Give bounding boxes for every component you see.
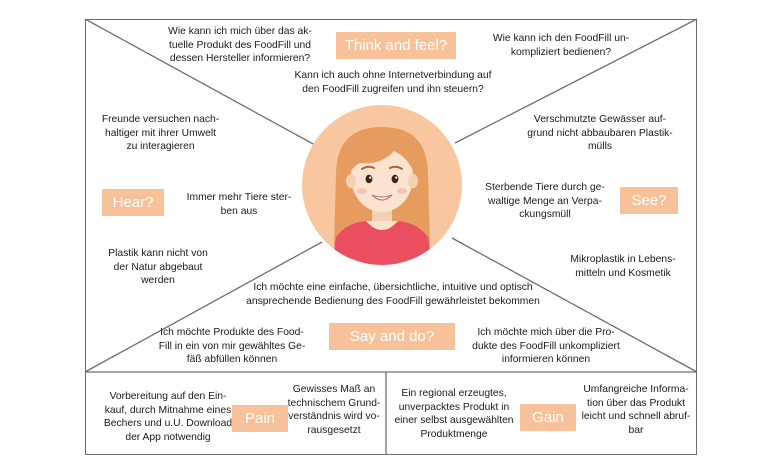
hear-text-bottom: Plastik kann nicht von der Natur abgebau… [108,248,208,287]
diagonal-top-left [84,18,316,146]
map-frame [85,19,697,455]
pain-text-right: Gewisses Maß an technischem Grund- verst… [287,384,381,436]
see-text-bottom: Mikroplastik in Lebens- mitteln und Kosm… [570,254,676,279]
avatar [302,105,462,265]
gain-text-left: Ein regional erzeugtes, unverpacktes Pro… [394,388,514,440]
see-label: See? [620,187,678,214]
hear-label: Hear? [102,189,164,216]
see-text-top: Verschmutzte Gewässer auf- grund nicht a… [527,114,673,153]
say-do-text-right: Ich möchte mich über die Pro- dukte des … [472,327,620,366]
think-and-feel-label: Think and feel? [336,32,456,59]
girl-avatar-icon [302,105,462,265]
pain-text-left: Vorbereitung auf den Ein- kauf, durch Mi… [103,391,233,443]
diagonal-bottom-right [451,237,698,373]
pain-label: Pain [232,405,288,432]
think-feel-text-left: Wie kann ich mich über das ak- tuelle Pr… [168,26,312,65]
diagonal-bottom-left [84,241,323,373]
think-feel-text-center: Kann ich auch ohne Internetverbindung au… [294,70,492,95]
see-text-middle: Sterbende Tiere durch ge- waltige Menge … [485,182,605,221]
say-do-text-top: Ich möchte eine einfache, übersichtliche… [246,282,540,307]
hear-text-top: Freunde versuchen nach- haltiger mit ihr… [101,114,220,153]
think-feel-text-right: Wie kann ich den FoodFill un- komplizier… [492,33,630,58]
gain-label: Gain [520,404,576,431]
gain-text-right: Umfangreiche Informa- tion über das Prod… [581,384,691,436]
say-and-do-label: Say and do? [329,323,455,350]
say-do-text-left: Ich möchte Produkte des Food- Fill in ei… [158,327,306,366]
diagonal-top-right [454,18,698,144]
hear-text-middle: Immer mehr Tiere ster- ben aus [186,192,292,217]
